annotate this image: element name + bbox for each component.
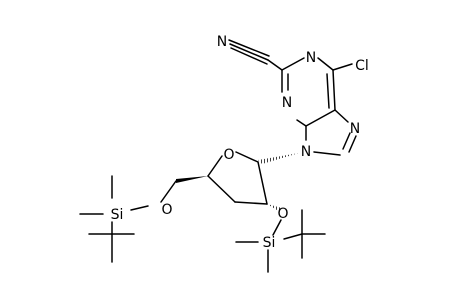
n-glycosidic-hash-bond bbox=[258, 153, 299, 164]
atom-n1: N bbox=[306, 50, 316, 66]
atom-n9: N bbox=[301, 144, 311, 160]
atom-n3: N bbox=[282, 95, 292, 111]
tbs-ether-2prime bbox=[235, 204, 326, 273]
atom-o-2prime: O bbox=[277, 206, 288, 222]
atom-si-right: Si bbox=[263, 235, 276, 251]
atom-o-5prime: O bbox=[161, 202, 172, 218]
nitrile-group bbox=[228, 39, 283, 71]
atom-si-left: Si bbox=[111, 207, 124, 223]
pyrimidine-ring bbox=[281, 57, 336, 127]
atom-cl: Cl bbox=[355, 58, 369, 74]
atom-n-nitrile: N bbox=[217, 34, 227, 50]
wedge-bond-5prime bbox=[176, 176, 208, 183]
chloro-bond bbox=[332, 63, 353, 71]
tbs-ether-5prime bbox=[79, 175, 208, 263]
hash-bond-2prime bbox=[267, 204, 282, 212]
imidazole-ring bbox=[305, 109, 357, 156]
atom-o-ring: O bbox=[223, 147, 234, 163]
sugar-ring bbox=[207, 151, 299, 205]
atom-n7: N bbox=[350, 121, 360, 137]
